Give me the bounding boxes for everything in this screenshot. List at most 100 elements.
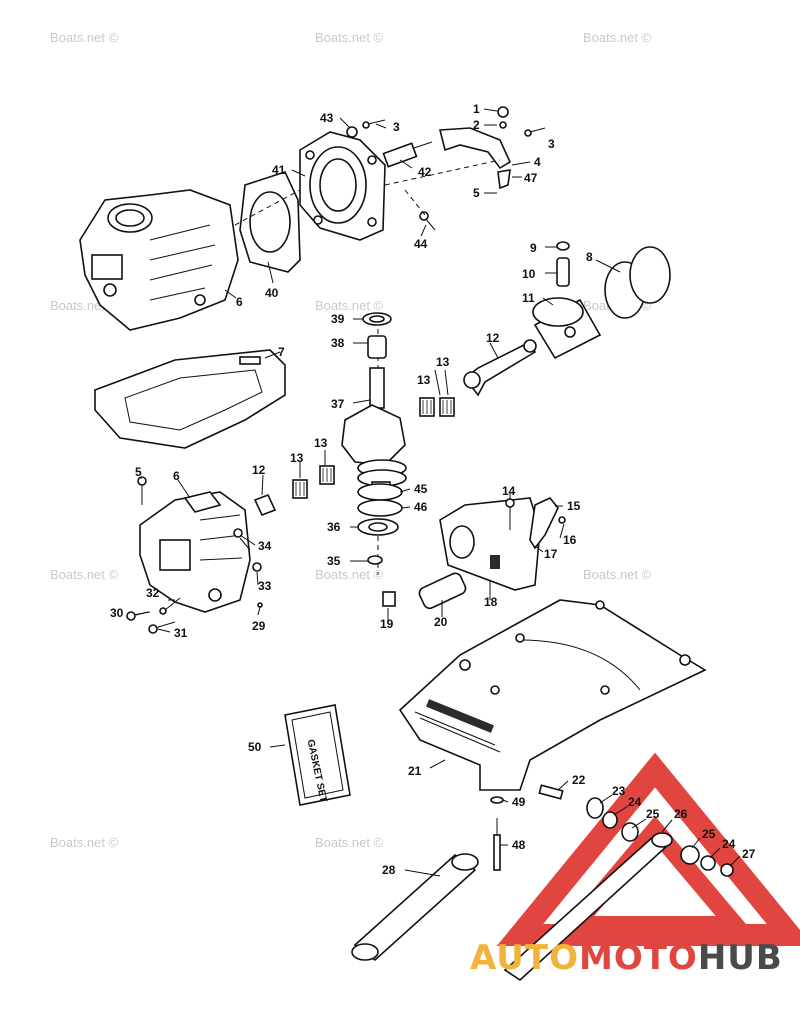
callout-26: 26 [674, 807, 688, 821]
callout-5: 5 [135, 465, 142, 479]
needle-bearings-upper [419, 397, 455, 417]
callout-44: 44 [414, 237, 428, 251]
piston-pin [556, 241, 570, 287]
callout-labels: 1 2 3 3 4 5 5 6 6 7 8 9 10 11 12 12 13 1… [110, 102, 756, 877]
callout-19: 19 [380, 617, 394, 631]
piston-rings [604, 246, 671, 319]
callout-47: 47 [524, 171, 538, 185]
callout-11: 11 [522, 291, 535, 305]
logo-hub: HUB [697, 938, 783, 978]
callout-3: 3 [548, 137, 555, 151]
callout-29: 29 [252, 619, 266, 633]
callout-18: 18 [484, 595, 498, 609]
callout-17: 17 [544, 547, 558, 561]
callout-34: 34 [258, 539, 272, 553]
callout-14: 14 [502, 484, 516, 498]
watermark: Boats.net © [315, 835, 384, 850]
callout-13: 13 [290, 451, 304, 465]
cylinder-block [79, 189, 239, 331]
callout-37: 37 [331, 397, 345, 411]
callout-46: 46 [414, 500, 428, 514]
callout-32: 32 [146, 586, 160, 600]
callout-13: 13 [314, 436, 328, 450]
callout-13: 13 [417, 373, 431, 387]
callout-8: 8 [586, 250, 593, 264]
crankshaft [341, 367, 407, 493]
callout-39: 39 [331, 312, 345, 326]
watermark: Boats.net © [315, 30, 384, 45]
callout-21: 21 [408, 764, 422, 778]
head-screws [346, 119, 436, 231]
callout-42: 42 [418, 165, 432, 179]
callout-24: 24 [722, 837, 736, 851]
watermark: Boats.net © [50, 835, 119, 850]
callout-9: 9 [530, 241, 537, 255]
watermark: Boats.net © [315, 567, 384, 582]
watermark: Boats.net © [50, 567, 119, 582]
callout-38: 38 [331, 336, 345, 350]
callout-10: 10 [522, 267, 536, 281]
callout-1: 1 [473, 102, 480, 116]
callout-27: 27 [742, 847, 756, 861]
callout-5: 5 [473, 186, 480, 200]
intake-housing [439, 497, 541, 591]
bracket [438, 106, 546, 190]
callout-2: 2 [473, 118, 480, 132]
callout-22: 22 [572, 773, 586, 787]
callout-12: 12 [486, 331, 500, 345]
watermark: Boats.net © [583, 567, 652, 582]
callout-13: 13 [436, 355, 450, 369]
callout-41: 41 [272, 163, 286, 177]
logo-auto: AUTO [470, 938, 579, 978]
callout-25: 25 [646, 807, 660, 821]
watermark: Boats.net © [583, 30, 652, 45]
callout-20: 20 [434, 615, 448, 629]
drive-shaft [503, 832, 673, 982]
automotohub-logo: AUTOMOTOHUB [470, 938, 783, 978]
callout-33: 33 [258, 579, 272, 593]
watermark: Boats.net © [315, 298, 384, 313]
callout-15: 15 [567, 499, 581, 513]
callout-28: 28 [382, 863, 396, 877]
callout-45: 45 [414, 482, 428, 496]
callout-36: 36 [327, 520, 341, 534]
callout-35: 35 [327, 554, 341, 568]
callout-24: 24 [628, 795, 642, 809]
callout-3: 3 [393, 120, 400, 134]
callout-40: 40 [265, 286, 279, 300]
crankcase-lower [139, 491, 251, 613]
callout-25: 25 [702, 827, 716, 841]
crank-seal-bushing [362, 312, 392, 359]
pump-small-parts [490, 784, 564, 871]
tube [351, 853, 479, 962]
crankcase-screws [126, 476, 277, 634]
shaft-washers [586, 797, 734, 877]
callout-6: 6 [236, 295, 243, 309]
logo-moto: MOTO [578, 938, 698, 978]
cylinder-gasket [239, 171, 301, 273]
needle-bearings-lower [292, 465, 335, 499]
crankcase-gasket [94, 349, 286, 449]
lower-seals [357, 483, 403, 565]
callout-30: 30 [110, 606, 124, 620]
callout-23: 23 [612, 784, 626, 798]
watermark: Boats.net © [50, 30, 119, 45]
callout-4: 4 [534, 155, 541, 169]
piston [532, 297, 602, 360]
connecting-rod [463, 339, 537, 397]
callout-12: 12 [252, 463, 266, 477]
callout-43: 43 [320, 111, 334, 125]
callout-16: 16 [563, 533, 577, 547]
callout-31: 31 [174, 626, 188, 640]
pump-housing [398, 599, 707, 791]
leader-lines [135, 108, 741, 877]
cylinder-head [299, 131, 386, 241]
callout-49: 49 [512, 795, 526, 809]
filter-and-seal [382, 572, 467, 610]
spark-plug [382, 141, 433, 168]
callout-48: 48 [512, 838, 526, 852]
callout-6: 6 [173, 469, 180, 483]
callout-7: 7 [278, 345, 285, 359]
